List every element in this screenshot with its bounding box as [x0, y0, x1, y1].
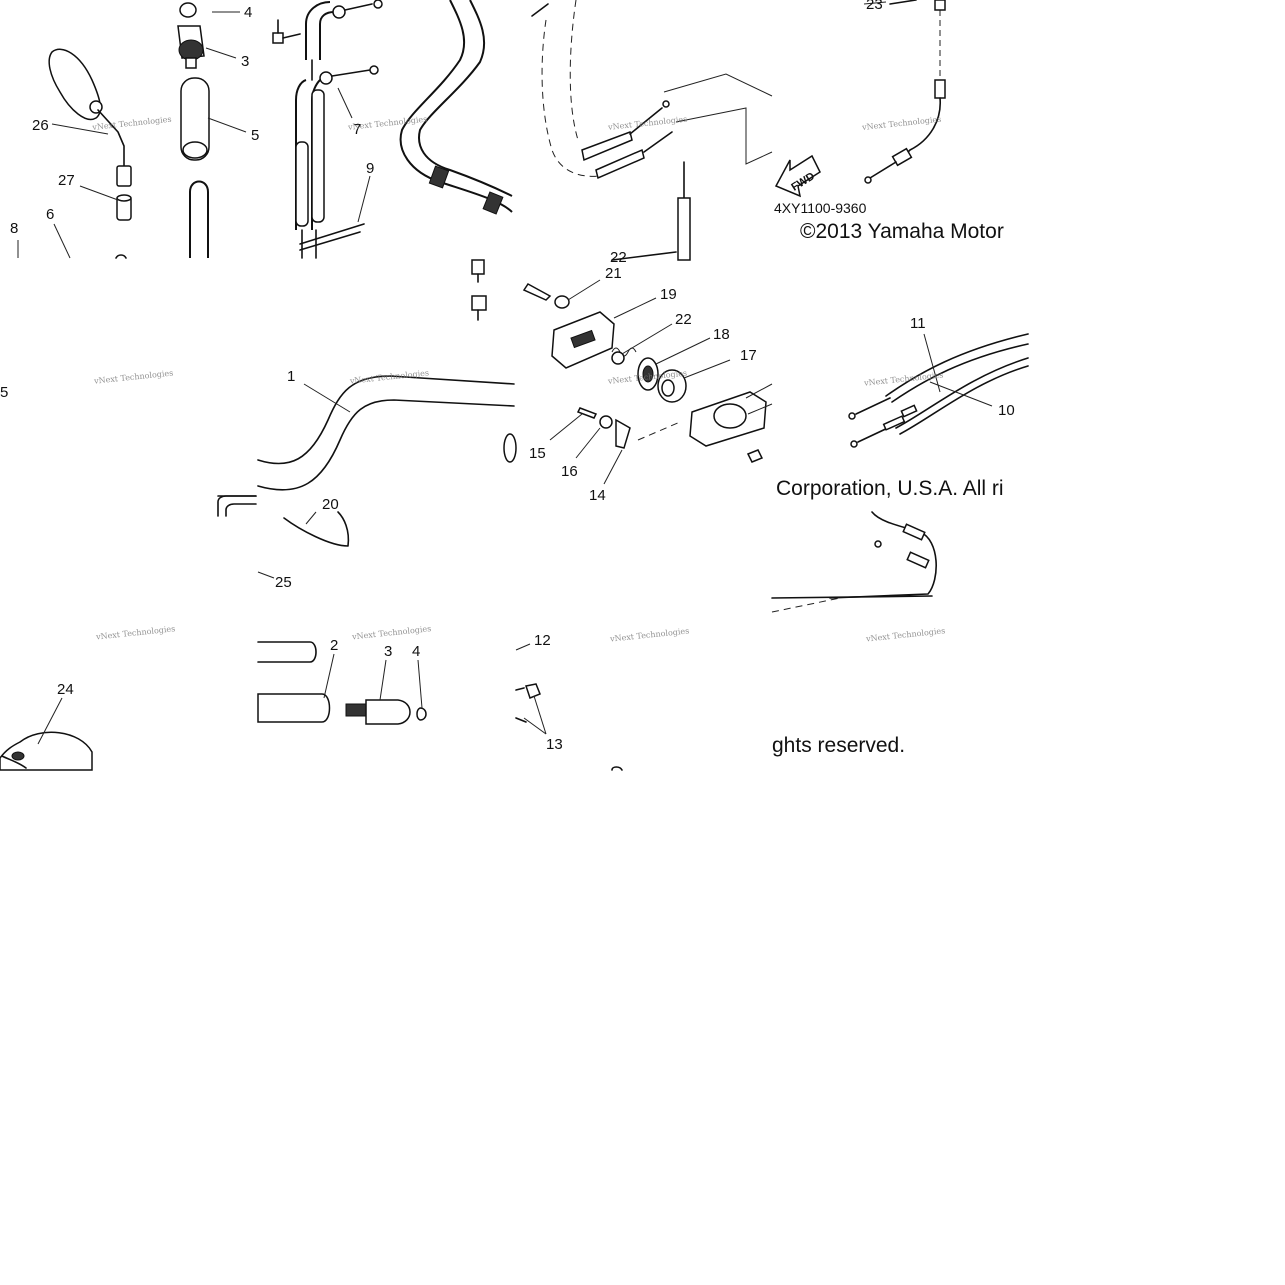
callout: 1 [287, 368, 295, 385]
tile-bottom-middle [257, 641, 427, 725]
callout: 12 [534, 632, 551, 649]
tile-top-middle [272, 0, 513, 259]
callout: 2 [330, 637, 338, 654]
watermark: vNext Technologies [93, 368, 174, 385]
watermarks: vNext Technologies vNext Technologies vN… [91, 115, 946, 644]
callout: 3 [241, 53, 249, 70]
callout: 23 [866, 0, 883, 13]
copyright-line-1: ©2013 Yamaha Motor [800, 220, 1004, 243]
copyright-line-3: ghts reserved. [772, 734, 905, 757]
tile-middle-left [217, 375, 515, 547]
callout: 8 [10, 220, 18, 237]
callout: 20 [322, 496, 339, 513]
callout: 15 [529, 445, 546, 462]
tile-bottom-left [0, 731, 93, 771]
callout: 7 [353, 121, 361, 138]
callout: 17 [740, 347, 757, 364]
callout: 4 [244, 4, 252, 21]
callout: 18 [713, 326, 730, 343]
leader-lines [17, 1, 993, 745]
callout: 22 [675, 311, 692, 328]
callout: 5 [251, 127, 259, 144]
part-27-nut [116, 194, 132, 221]
watermark: vNext Technologies [347, 115, 428, 132]
callout: 24 [57, 681, 74, 698]
grip-part-5 [180, 77, 210, 161]
watermark: vNext Technologies [861, 115, 942, 132]
tile-top-left [48, 2, 210, 259]
part-code: 4XY1100-9360 [774, 200, 867, 216]
callout: 21 [605, 265, 622, 282]
mirror-part-26 [48, 48, 132, 187]
callout: 14 [589, 487, 606, 504]
watermark: vNext Technologies [348, 368, 429, 385]
callout: 22 [610, 249, 627, 266]
callout: 13 [546, 736, 563, 753]
tile-top-right: FWD 4XY1100-9360 ©2013 Yamaha Motor [531, 0, 1004, 261]
tile-middle-center [471, 259, 773, 463]
tile-middle-right: Corporation, U.S.A. All ri [771, 333, 1029, 613]
copyright-line-2: Corporation, U.S.A. All ri [776, 477, 1004, 500]
watermark: vNext Technologies [865, 626, 946, 643]
watermark: vNext Technologies [95, 624, 176, 641]
callout: 19 [660, 286, 677, 303]
callout: 27 [58, 172, 75, 189]
callout: 10 [998, 402, 1015, 419]
watermark: vNext Technologies [91, 115, 172, 132]
fwd-arrow-icon: FWD [774, 154, 821, 198]
callout: 9 [366, 160, 374, 177]
grip-end-parts [177, 2, 205, 69]
watermark: vNext Technologies [607, 115, 688, 132]
watermark: vNext Technologies [609, 626, 690, 643]
callout: 3 [384, 643, 392, 660]
tile-bottom-center [515, 683, 623, 771]
watermark: vNext Technologies [351, 624, 432, 641]
callout: 11 [910, 315, 926, 332]
callout: 26 [32, 117, 49, 134]
callout: 5 [0, 384, 8, 401]
callout: 16 [561, 463, 578, 480]
callout: 25 [275, 574, 292, 591]
callouts: 4 3 5 26 27 6 8 7 9 23 21 19 22 18 17 15… [0, 0, 1015, 753]
callout: 4 [412, 643, 420, 660]
callout: 6 [46, 206, 54, 223]
